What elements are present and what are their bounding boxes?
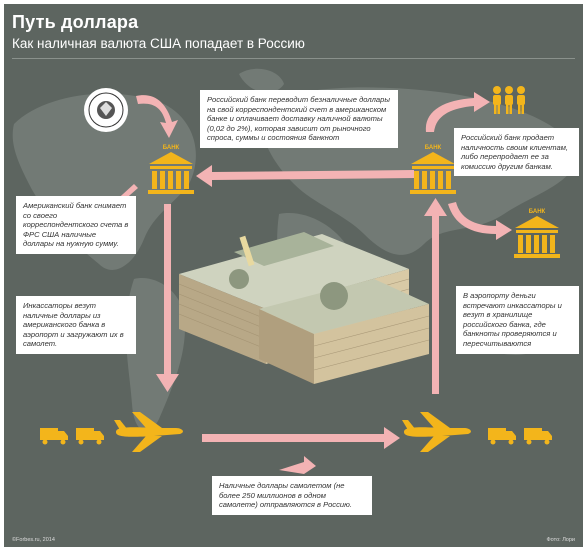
bank-left-label: БАНК	[163, 145, 180, 151]
photo-credit-footer: Фото: Лори	[546, 537, 576, 543]
infographic-frame: Путь доллара Как наличная валюта США поп…	[4, 4, 583, 547]
page-title: Путь доллара	[12, 12, 139, 32]
clients-icon	[493, 86, 525, 114]
federal-reserve-seal	[84, 88, 128, 132]
bank-far-right-label: БАНК	[529, 209, 546, 215]
plane-left-icon	[114, 412, 183, 452]
note-sell-cash: Российский банк продает наличность своим…	[454, 128, 579, 177]
truck-icons-left	[40, 428, 104, 445]
arrow-bank-to-clients	[425, 92, 490, 132]
arrow-fed-to-bank	[136, 95, 178, 138]
note-collectors-load: Инкассаторы везут наличные доллары из ам…	[16, 296, 136, 354]
arrow-right-up	[424, 198, 447, 394]
page-subtitle: Как наличная валюта США попадает в Росси…	[12, 36, 305, 51]
note-transfer: Российский банк переводит безналичные до…	[200, 90, 398, 148]
arrow-left-down	[156, 204, 179, 392]
note-us-bank-withdraw: Американский банк снимает со своего корр…	[16, 196, 136, 254]
copyright-footer: ©Forbes.ru, 2014	[12, 537, 55, 543]
arrow-plane-to-plane	[202, 427, 400, 449]
plane-right-icon	[402, 412, 471, 452]
bank-right-label: БАНК	[425, 145, 442, 151]
money-stacks	[178, 232, 430, 384]
note-airport-meet: В аэропорту деньги встречают инкассаторы…	[456, 286, 579, 354]
note-plane-shipment: Наличные доллары самолетом (не более 250…	[212, 476, 372, 515]
arrow-note-pointer	[279, 456, 316, 474]
bank-left-icon	[148, 152, 194, 194]
arrow-ru-to-us	[196, 165, 414, 187]
arrow-bank-to-bank	[448, 202, 512, 240]
header-divider	[12, 58, 575, 59]
truck-icons-right	[488, 428, 552, 445]
bank-right-icon	[410, 152, 456, 194]
flow-arrows: БАНК БАНК БАНК	[40, 86, 560, 474]
bank-far-right-icon	[514, 216, 560, 258]
